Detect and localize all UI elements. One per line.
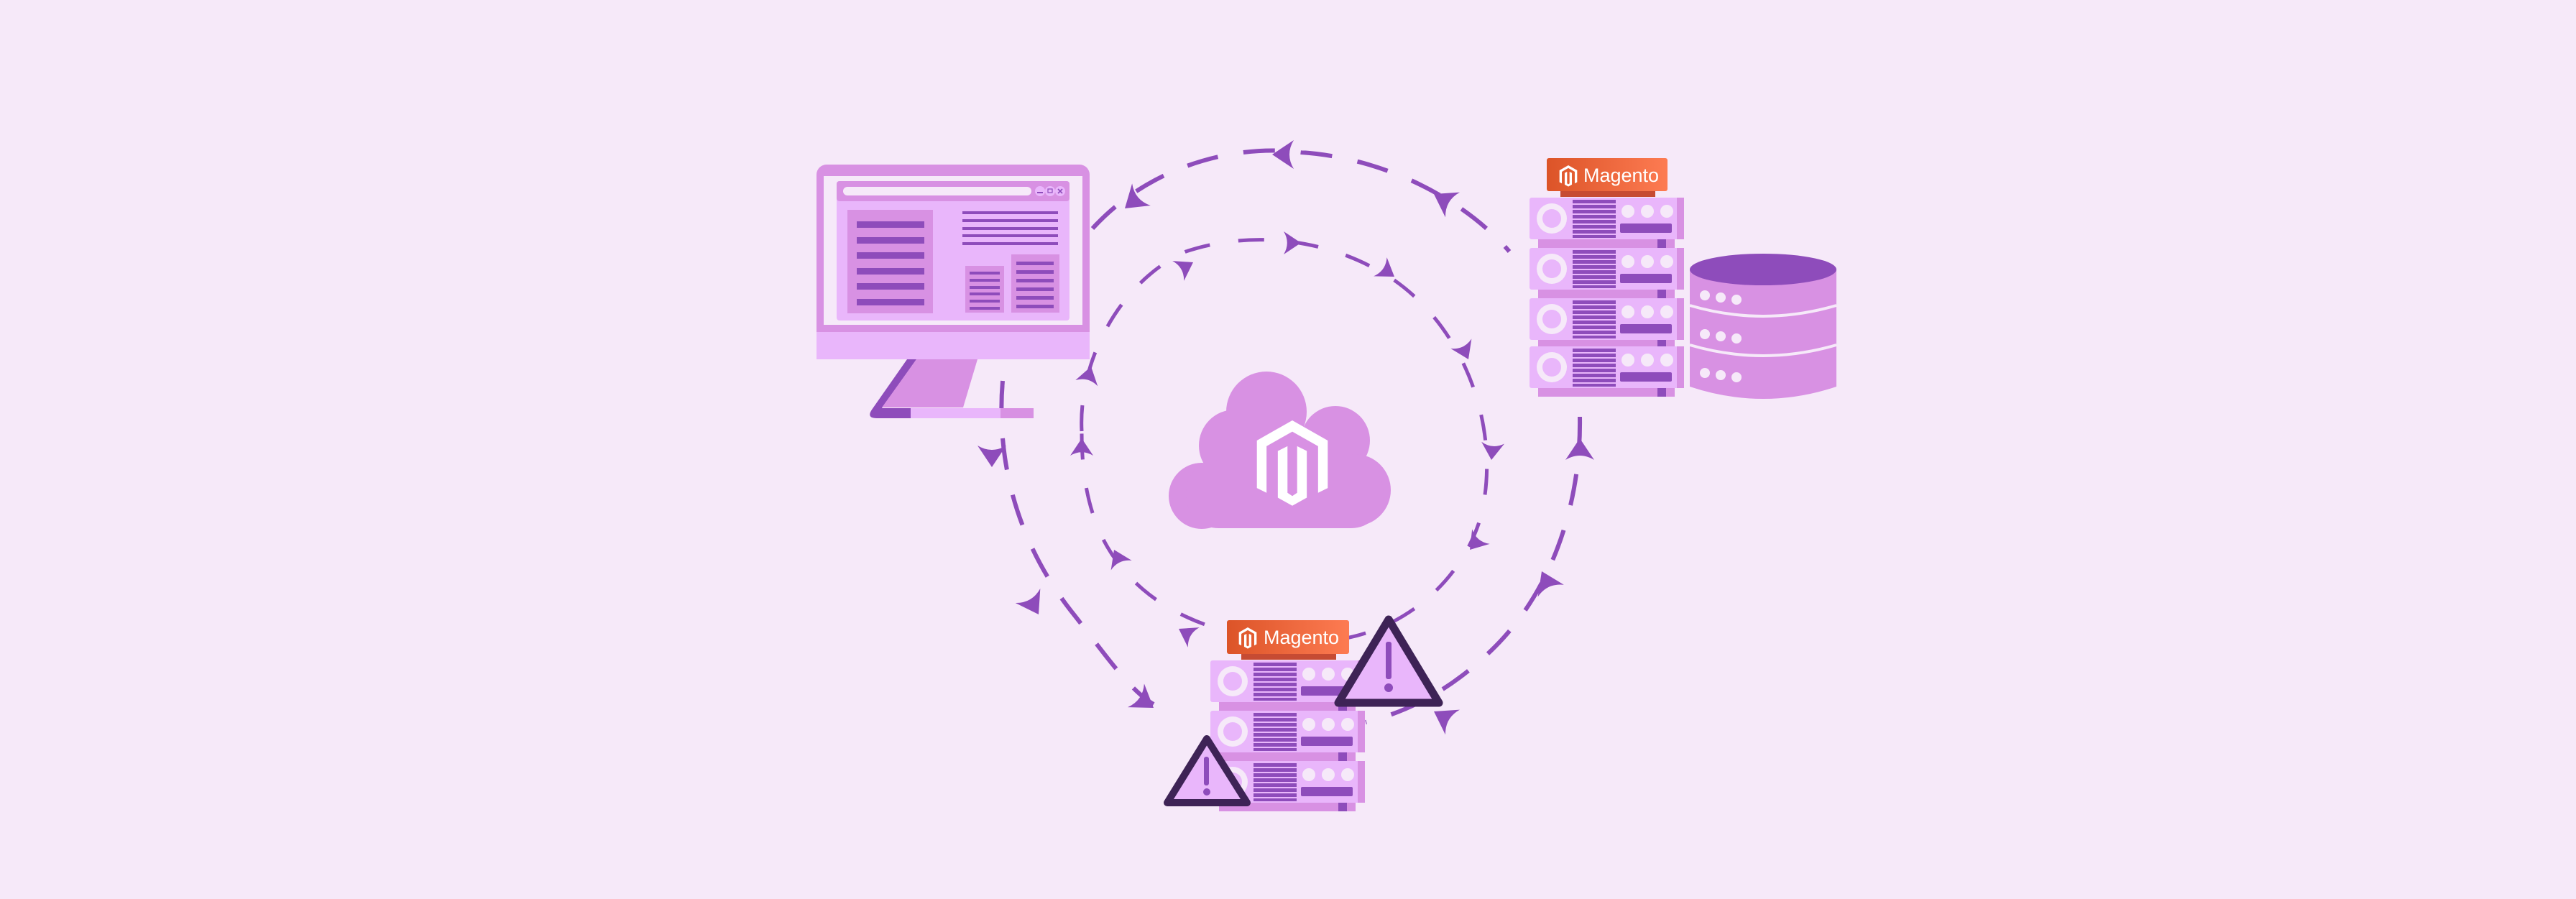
arrowhead-icon	[1116, 183, 1151, 220]
arrowhead-icon	[1272, 140, 1294, 169]
magento-badge: Magento	[1227, 620, 1349, 654]
address-bar	[843, 187, 1031, 195]
inner-flow-loop	[1070, 231, 1505, 647]
warning-icon-small	[1164, 735, 1251, 806]
bottom-server-stack: Magento	[1210, 620, 1365, 811]
top-server-stack: Magento	[1530, 158, 1684, 397]
arrowhead-icon	[1284, 231, 1301, 254]
arrowhead-icon	[1173, 619, 1200, 647]
warning-icon-large	[1334, 615, 1443, 707]
database-icon	[1689, 254, 1837, 399]
server-unit	[1530, 298, 1684, 349]
cloud-icon	[1169, 372, 1391, 529]
arrowhead-icon	[1172, 252, 1199, 281]
arrowhead-icon	[1480, 441, 1505, 461]
arrowhead-icon	[1427, 181, 1460, 218]
magento-badge-label: Magento	[1583, 165, 1659, 186]
arrowhead-icon	[1565, 438, 1594, 460]
server-unit	[1530, 198, 1684, 248]
arrowhead-icon	[1015, 589, 1052, 622]
server-unit	[1210, 711, 1365, 761]
monitor-icon	[816, 165, 1090, 418]
server-unit	[1530, 346, 1684, 397]
restore-icon	[1045, 186, 1055, 196]
minimize-icon	[1035, 186, 1045, 196]
arrowhead-icon	[1450, 338, 1479, 364]
server-unit	[1530, 248, 1684, 298]
arrowhead-icon	[978, 446, 1006, 467]
magento-badge-label: Magento	[1264, 627, 1339, 648]
magento-badge: Magento	[1547, 158, 1668, 191]
arrowhead-icon	[1528, 565, 1564, 597]
